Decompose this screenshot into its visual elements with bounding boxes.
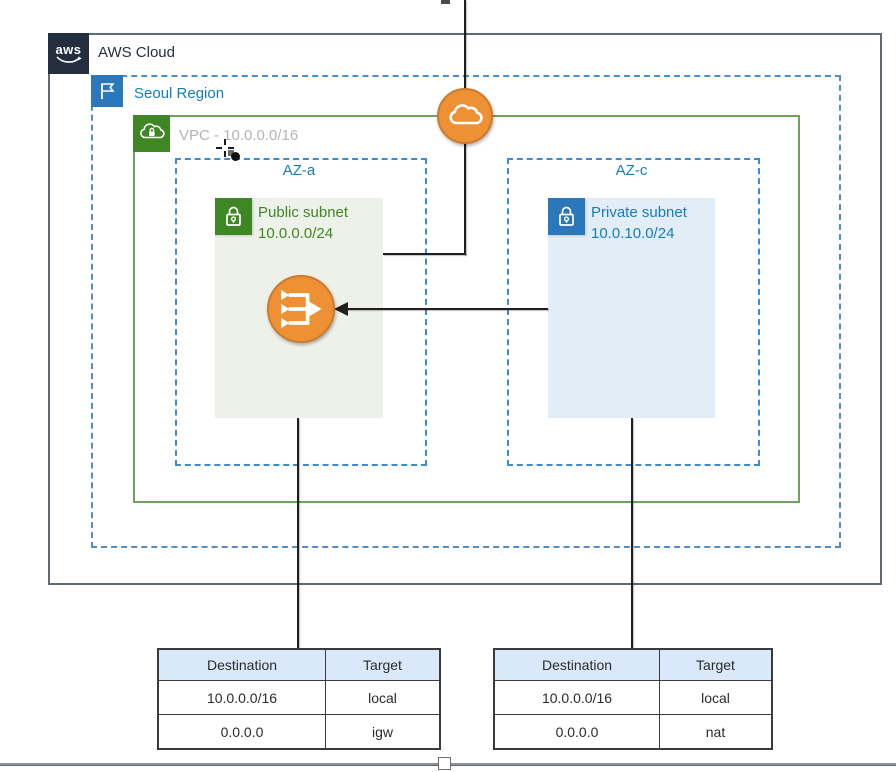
- public-rt-r1-target: local: [325, 680, 441, 715]
- crosshair-cursor-icon: [228, 147, 234, 149]
- az-c-label: AZ-c: [615, 162, 648, 179]
- private-rt-r2-destination: 0.0.0.0: [493, 714, 660, 750]
- region-label: Seoul Region: [134, 85, 225, 102]
- private-subnet-cidr: 10.0.10.0/24: [591, 225, 675, 242]
- public-route-table[interactable]: Destination Target 10.0.0.0/16 local 0.0…: [157, 648, 441, 750]
- table-row: 10.0.0.0/16 local: [157, 680, 441, 715]
- table-row: 0.0.0.0 igw: [157, 714, 441, 750]
- private-route-table[interactable]: Destination Target 10.0.0.0/16 local 0.0…: [493, 648, 773, 750]
- private-rt-header-target: Target: [659, 648, 773, 681]
- aws-logo: aws: [48, 33, 89, 74]
- private-rt-header-destination: Destination: [493, 648, 660, 681]
- edge-public-subnet-to-route-table[interactable]: [297, 418, 299, 648]
- private-rt-r1-destination: 10.0.0.0/16: [493, 680, 660, 715]
- private-rt-r1-target: local: [659, 680, 773, 715]
- arrowhead-left-icon: [334, 302, 348, 316]
- internet-gateway-icon[interactable]: [437, 88, 493, 144]
- public-rt-r2-destination: 0.0.0.0: [157, 714, 326, 750]
- az-a-label: AZ-a: [282, 162, 316, 179]
- private-subnet-lock-icon: [548, 198, 585, 235]
- public-rt-r2-target: igw: [325, 714, 441, 750]
- public-subnet-cidr: 10.0.0.0/24: [258, 225, 334, 242]
- table-row: 0.0.0.0 nat: [493, 714, 773, 750]
- crosshair-cursor-icon: [224, 139, 226, 145]
- region-flag-icon: [91, 75, 123, 107]
- private-subnet-name: Private subnet: [591, 204, 687, 221]
- az-c-group[interactable]: [507, 158, 760, 466]
- shape-edge-handle[interactable]: [441, 0, 450, 4]
- seoul-region-group[interactable]: [91, 75, 841, 548]
- public-rt-header-destination: Destination: [157, 648, 326, 681]
- private-rt-r2-target: nat: [659, 714, 773, 750]
- crosshair-cursor-icon: [216, 147, 222, 149]
- edge-igw-to-public-subnet[interactable]: [383, 253, 466, 255]
- private-subnet-label: Private subnet 10.0.10.0/24: [591, 202, 687, 244]
- public-rt-r1-destination: 10.0.0.0/16: [157, 680, 326, 715]
- cursor-dot-icon: [231, 152, 240, 161]
- public-subnet-lock-icon: [215, 198, 252, 235]
- edge-private-subnet-to-route-table[interactable]: [631, 418, 633, 648]
- crosshair-cursor-icon: [224, 151, 226, 157]
- az-a-group[interactable]: [175, 158, 427, 466]
- table-row: 10.0.0.0/16 local: [493, 680, 773, 715]
- vpc-label: VPC - 10.0.0.0/16: [179, 127, 299, 144]
- public-subnet-label: Public subnet 10.0.0.0/24: [258, 202, 348, 244]
- aws-logo-text: aws: [55, 41, 82, 57]
- public-subnet-name: Public subnet: [258, 204, 349, 221]
- aws-smile-icon: [55, 55, 82, 63]
- public-rt-header-target: Target: [325, 648, 441, 681]
- shape-resize-handle[interactable]: [438, 757, 451, 770]
- nat-gateway-icon[interactable]: [267, 275, 335, 343]
- vpc-cloud-lock-icon: [133, 115, 170, 152]
- edge-private-subnet-to-nat[interactable]: [346, 308, 548, 310]
- aws-cloud-label: AWS Cloud: [98, 44, 175, 61]
